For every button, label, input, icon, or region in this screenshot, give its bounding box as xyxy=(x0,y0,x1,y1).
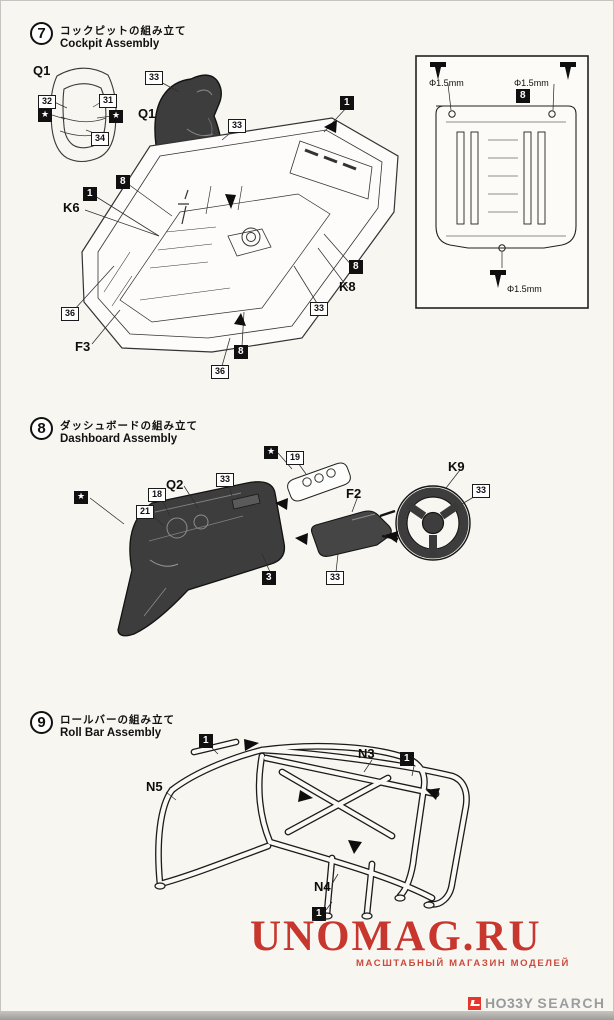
hobbysearch-logo-icon xyxy=(468,996,481,1010)
part-number-badge: 8 xyxy=(116,175,130,189)
callout-number-badge: 31 xyxy=(99,94,118,108)
part-number-badge: 8 xyxy=(516,89,530,103)
step8-assembly-arrows xyxy=(275,498,398,545)
step-title-english: Cockpit Assembly xyxy=(60,38,160,50)
callout-number-badge: 33 xyxy=(472,484,491,498)
scan-edge xyxy=(0,1011,614,1020)
step-number-circle: 8 xyxy=(30,417,53,440)
step-title-english: Roll Bar Assembly xyxy=(60,727,162,739)
step-7-header: 7 コックピットの組み立て Cockpit Assembly xyxy=(30,22,187,50)
part-code: N3 xyxy=(358,746,375,761)
part-number-badge: 1 xyxy=(400,752,414,766)
steering-wheel-drawing xyxy=(395,485,471,561)
step-8-header: 8 ダッシュボードの組み立て Dashboard Assembly xyxy=(30,417,198,445)
seat-pattern-top-view-drawing xyxy=(50,67,117,163)
step-title-japanese: ダッシュボードの組み立て xyxy=(60,420,198,432)
step-title-english: Dashboard Assembly xyxy=(60,433,178,445)
callout-number-badge: 33 xyxy=(310,302,329,316)
star-marker: ★ xyxy=(74,491,89,504)
hobbysearch-search-text: SEARCH xyxy=(537,995,606,1011)
star-marker: ★ xyxy=(264,446,279,459)
step9-leader-lines xyxy=(165,747,415,911)
part-number-badge: 8 xyxy=(234,345,248,359)
part-number-badge: 1 xyxy=(312,907,326,921)
cockpit-tub-drawing xyxy=(81,117,399,353)
callout-number-badge: 33 xyxy=(216,473,235,487)
part-code: Q1 xyxy=(138,106,156,121)
callout-number-badge: 33 xyxy=(145,71,164,85)
part-code: K6 xyxy=(63,200,80,215)
part-code: K9 xyxy=(448,459,465,474)
hobbysearch-brand-text: HO33Y xyxy=(485,995,534,1011)
callout-number-badge: 33 xyxy=(228,119,247,133)
callout-number-badge: 33 xyxy=(326,571,345,585)
callout-number-badge: 18 xyxy=(148,488,167,502)
part-number-badge: 3 xyxy=(262,571,276,585)
callout-number-badge: 32 xyxy=(38,95,57,109)
star-marker: ★ xyxy=(38,109,53,122)
drill-detail-inset-drawing xyxy=(415,55,589,309)
step-number-circle: 7 xyxy=(30,22,53,45)
drill-size-label: Φ1.5mm xyxy=(507,284,542,294)
step-title-japanese: ロールバーの組み立て xyxy=(60,714,175,726)
callout-number-badge: 36 xyxy=(211,365,230,379)
watermark-title: UNOMAG.RU xyxy=(250,913,542,960)
step-number-circle: 9 xyxy=(30,711,53,734)
part-code: K8 xyxy=(339,279,356,294)
steering-column-part-drawing xyxy=(310,509,399,557)
part-code: F2 xyxy=(346,486,362,501)
part-number-badge: 1 xyxy=(83,187,97,201)
part-number-badge: 1 xyxy=(340,96,354,110)
step-9-header: 9 ロールバーの組み立て Roll Bar Assembly xyxy=(30,711,175,739)
callout-number-badge: 19 xyxy=(286,451,305,465)
step9-assembly-arrows xyxy=(244,739,440,854)
watermark-subtitle: МАСШТАБНЫЙ МАГАЗИН МОДЕЛЕЙ xyxy=(356,958,570,969)
part-code: N5 xyxy=(146,779,163,794)
callout-number-badge: 34 xyxy=(91,132,110,146)
part-code: Q2 xyxy=(166,477,184,492)
part-code: Q1 xyxy=(33,63,51,78)
part-number-badge: 8 xyxy=(349,260,363,274)
part-code: F3 xyxy=(75,339,91,354)
part-number-badge: 1 xyxy=(199,734,213,748)
rollbar-cage-drawing xyxy=(154,742,466,920)
gauge-cluster-part-drawing xyxy=(287,462,351,502)
callout-number-badge: 36 xyxy=(61,307,80,321)
hobbysearch-logo: HO33Y SEARCH xyxy=(468,995,606,1011)
step7-assembly-arrows xyxy=(225,120,337,326)
part-code: N4 xyxy=(314,879,331,894)
drill-size-label: Φ1.5mm xyxy=(429,78,464,88)
star-marker: ★ xyxy=(109,110,124,123)
callout-number-badge: 21 xyxy=(136,505,155,519)
drill-icons xyxy=(430,62,576,288)
drill-size-label: Φ1.5mm xyxy=(514,78,549,88)
step-title-japanese: コックピットの組み立て xyxy=(60,25,187,37)
